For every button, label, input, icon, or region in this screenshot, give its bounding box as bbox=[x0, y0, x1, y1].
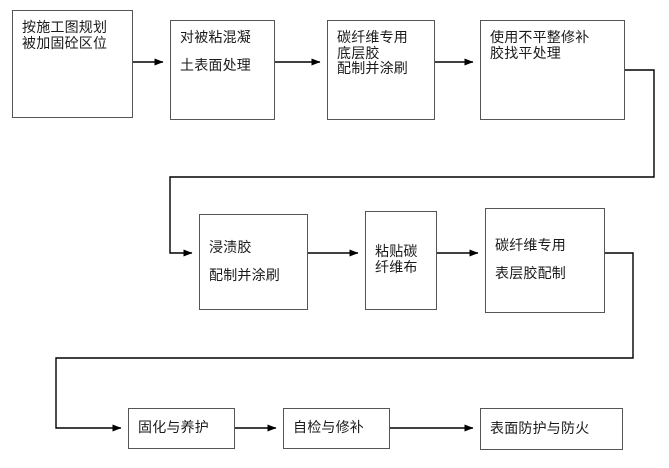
node-primer-mix-brush[interactable]: 碳纤维专用底层胶配制并涂刷 bbox=[327, 20, 435, 120]
node-label-line: 胶找平处理 bbox=[490, 45, 561, 62]
node-label-line: 按施工图规划 bbox=[22, 20, 108, 36]
connector-n4-to-n5 bbox=[169, 69, 655, 257]
node-label-line: 纤维布 bbox=[375, 259, 418, 276]
node-label-line: 表层胶配制 bbox=[495, 266, 566, 282]
node-label-line: 土表面处理 bbox=[180, 57, 251, 74]
node-surface-treatment[interactable]: 对被粘混凝土表面处理 bbox=[170, 20, 275, 120]
connector-n7-to-n8 bbox=[55, 252, 634, 432]
node-surface-protection-fireproofing[interactable]: 表面防护与防火 bbox=[480, 408, 623, 450]
node-apply-carbon-fiber-cloth[interactable]: 粘贴碳纤维布 bbox=[365, 211, 437, 310]
node-label-line: 被加固砼区位 bbox=[22, 35, 108, 52]
node-label-line: 碳纤维专用 bbox=[337, 30, 408, 46]
node-label-line: 底层胶 bbox=[337, 45, 380, 62]
node-self-inspect-and-repair[interactable]: 自检与修补 bbox=[283, 408, 390, 449]
node-label-line: 表面防护与防火 bbox=[490, 420, 590, 437]
node-label-line: 配制并涂刷 bbox=[209, 267, 280, 284]
node-label-line: 粘贴碳 bbox=[375, 243, 418, 260]
node-plan-reinforced-zone[interactable]: 按施工图规划被加固砼区位 bbox=[12, 10, 133, 118]
node-label-line: 配制并涂刷 bbox=[337, 61, 408, 78]
node-cure-and-maintain[interactable]: 固化与养护 bbox=[128, 408, 235, 449]
node-topcoat-resin-mix[interactable]: 碳纤维专用表层胶配制 bbox=[485, 208, 605, 313]
node-label-line: 浸渍胶 bbox=[209, 239, 252, 256]
node-impregnating-resin[interactable]: 浸渍胶配制并涂刷 bbox=[199, 214, 308, 310]
node-label-line: 使用不平整修补 bbox=[490, 30, 590, 46]
node-label-line: 碳纤维专用 bbox=[495, 238, 566, 255]
node-leveling-putty[interactable]: 使用不平整修补胶找平处理 bbox=[480, 20, 625, 120]
node-label-line: 固化与养护 bbox=[138, 420, 209, 437]
node-label-line: 自检与修补 bbox=[293, 420, 364, 437]
node-label-line: 对被粘混凝 bbox=[180, 30, 251, 46]
